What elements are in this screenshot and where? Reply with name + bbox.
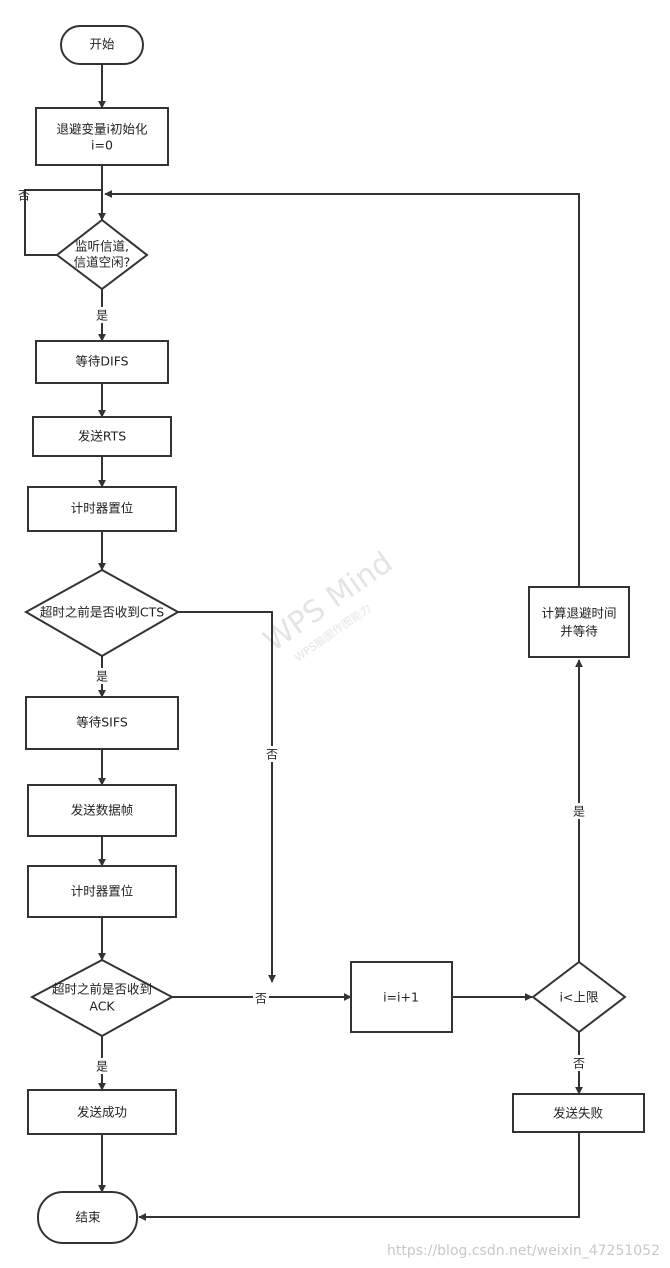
source-credit: https://blog.csdn.net/weixin_47251052 [387,1243,660,1259]
node-send-success: 发送成功 [27,1089,177,1135]
node-listen-label-2: 信道空闲? [74,255,131,270]
node-end: 结束 [37,1191,138,1244]
edge-fail-to-end [138,1132,580,1221]
edge-cts-no [178,611,276,983]
edge-backoff-loop [104,190,580,587]
watermark: WPS Mind WPS脑图作图能力 [257,545,399,664]
node-wait-sifs-label: 等待SIFS [76,715,128,730]
edge-label-cts-no: 否 [266,748,278,762]
node-backoff-label-1: 计算退避时间 [541,606,616,621]
node-increment-label: i=i+1 [383,990,419,1005]
node-start: 开始 [60,25,144,65]
node-backoff: 计算退避时间 并等待 [528,586,630,658]
node-ack-check-label-2: ACK [89,999,115,1014]
node-backoff-label-2: 并等待 [560,624,598,639]
edge-label-limit-no: 否 [573,1057,585,1071]
node-timer-reset-2-label: 计时器置位 [71,884,134,899]
node-start-label: 开始 [89,37,115,52]
node-timer-reset-1: 计时器置位 [27,486,177,532]
edge-label-ack-no: 否 [255,992,267,1006]
node-send-fail-label: 发送失败 [553,1106,604,1121]
node-send-data: 发送数据帧 [27,784,177,837]
edge-labels: 否 是 是 否 是 否 是 否 [18,189,587,1074]
node-send-fail: 发送失败 [512,1093,645,1133]
edge-label-listen-no: 否 [18,189,30,203]
edge-label-limit-yes: 是 [573,805,585,819]
node-send-success-label: 发送成功 [77,1105,127,1120]
edge-label-cts-yes: 是 [96,670,108,684]
node-wait-difs: 等待DIFS [35,340,169,384]
edge-label-listen-yes: 是 [96,309,108,323]
node-cts-check: 超时之前是否收到CTS [23,568,181,658]
node-listen: 监听信道, 信道空闲? [55,218,149,291]
node-end-label: 结束 [75,1210,101,1225]
node-ack-check: 超时之前是否收到 ACK [29,958,175,1038]
node-ack-check-label-1: 超时之前是否收到 [52,982,152,997]
edge-listen-no-loop [24,189,102,256]
node-send-data-label: 发送数据帧 [71,803,134,818]
edge-label-ack-yes: 是 [96,1060,108,1074]
node-timer-reset-2: 计时器置位 [27,865,177,918]
node-init-label-2: i=0 [91,138,113,153]
node-init: 退避变量i初始化 i=0 [35,107,169,166]
node-send-rts-label: 发送RTS [78,429,126,444]
node-limit-check: i<上限 [531,960,627,1034]
node-wait-sifs: 等待SIFS [25,696,179,750]
node-send-rts: 发送RTS [32,416,172,457]
node-limit-check-label: i<上限 [560,990,599,1005]
node-init-label-1: 退避变量i初始化 [57,122,148,137]
node-timer-reset-1-label: 计时器置位 [71,501,134,516]
node-listen-label-1: 监听信道, [75,239,129,254]
node-wait-difs-label: 等待DIFS [75,354,128,369]
node-increment: i=i+1 [350,961,453,1033]
node-cts-check-label: 超时之前是否收到CTS [40,605,164,620]
